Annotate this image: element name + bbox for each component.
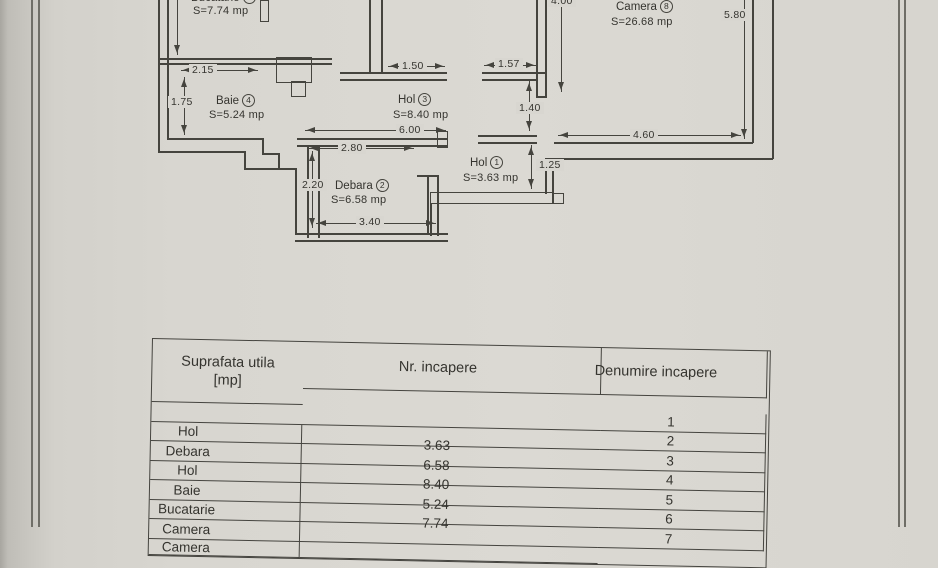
wall-segment xyxy=(430,204,432,236)
wall-segment xyxy=(545,0,547,98)
wall-segment xyxy=(297,138,447,140)
room-label-bucatarie: Bucatarie 5 xyxy=(191,0,256,4)
sheet-border-left-inner xyxy=(38,0,40,527)
wall-segment xyxy=(772,0,774,159)
dimension-label-280: 2.80 xyxy=(338,142,366,154)
dimension-line xyxy=(181,67,258,74)
wall-column xyxy=(276,57,312,83)
wall-segment xyxy=(244,168,296,170)
wall-segment xyxy=(482,72,545,74)
wall-segment xyxy=(340,79,447,81)
dimension-line xyxy=(174,0,181,55)
floor-plan: 2.15 1.75 1.50 1.57 4.00 5.80 1.40 4.60 … xyxy=(158,0,774,242)
room-number-badge: 3 xyxy=(418,93,432,106)
room-area-camera: S=26.68 mp xyxy=(611,16,673,28)
room-area-debara: S=6.58 mp xyxy=(331,194,387,206)
wall-segment xyxy=(552,158,554,194)
wall-segment xyxy=(158,0,160,151)
room-number-badge: 5 xyxy=(242,0,256,4)
wall-segment xyxy=(554,142,753,144)
dimension-label-340: 3.40 xyxy=(356,216,384,228)
room-area-hol1: S=3.63 mp xyxy=(463,172,519,184)
wall-segment xyxy=(262,138,264,154)
wall-segment xyxy=(295,240,448,242)
room-number-badge: 2 xyxy=(375,179,389,192)
table-header-denumire: Denumire incapere xyxy=(595,348,768,399)
room-label-hol1: Hol 1 xyxy=(470,156,504,169)
wall-segment xyxy=(278,153,280,169)
wall-segment xyxy=(340,72,447,74)
wall-segment xyxy=(307,145,309,238)
dimension-line xyxy=(741,0,748,139)
table-cell-nr: 7 xyxy=(597,527,765,551)
table-header-unit: [mp] xyxy=(213,372,242,389)
wall-segment xyxy=(297,145,447,147)
dimension-label-460: 4.60 xyxy=(630,129,658,141)
wall-segment xyxy=(417,175,438,177)
table-header-suprafata: Suprafata utila [mp] xyxy=(151,339,304,406)
wall-segment xyxy=(545,158,547,194)
wall-segment xyxy=(547,158,773,160)
dimension-label-580: 5.80 xyxy=(721,9,749,21)
room-label-hol3: Hol 3 xyxy=(398,93,432,106)
wall-segment xyxy=(482,79,536,81)
wall-segment xyxy=(478,135,537,137)
wall-segment xyxy=(381,0,383,74)
room-number-badge: 1 xyxy=(490,156,504,169)
dimension-line xyxy=(558,2,565,92)
wall-segment xyxy=(262,153,279,155)
dimension-label-125: 1.25 xyxy=(536,159,564,171)
wall-segment xyxy=(158,63,332,65)
room-label-baie: Baie 4 xyxy=(216,94,256,107)
dimension-line xyxy=(305,127,446,134)
dimension-label-157: 1.57 xyxy=(495,58,523,70)
wall-segment xyxy=(752,0,754,143)
room-number-badge: 8 xyxy=(659,0,673,13)
room-area-bucatarie: S=7.74 mp xyxy=(193,5,249,17)
table-cell-name: Camera xyxy=(148,538,300,558)
wall-segment xyxy=(295,233,448,235)
wall-segment xyxy=(427,175,429,234)
room-area-baie: S=5.24 mp xyxy=(209,109,265,121)
dimension-line xyxy=(528,145,535,189)
sheet-border-left-outer xyxy=(31,0,33,527)
dimension-label-400: 4.00 xyxy=(548,0,576,7)
wall-pier xyxy=(260,0,269,22)
wall-segment xyxy=(158,58,332,60)
wall-segment xyxy=(167,138,262,140)
wall-segment xyxy=(437,175,439,234)
wall-segment xyxy=(478,142,537,144)
wall-segment xyxy=(244,151,246,169)
wall-slab xyxy=(430,192,553,204)
dimension-label-150: 1.50 xyxy=(399,60,427,72)
dimension-label-215: 2.15 xyxy=(189,64,217,76)
sheet-border-right-inner xyxy=(898,0,900,527)
wall-segment xyxy=(167,0,169,138)
sheet-border-right-outer xyxy=(904,0,906,527)
dimension-label-175: 1.75 xyxy=(168,96,196,108)
room-area-hol3: S=8.40 mp xyxy=(393,109,449,121)
area-table: Nr. incapere Denumire incapere Suprafata… xyxy=(147,338,771,568)
room-number-badge: 4 xyxy=(242,94,256,107)
wall-stub xyxy=(553,193,564,204)
wall-segment xyxy=(318,145,320,238)
room-label-debara: Debara 2 xyxy=(335,179,389,192)
table-header-nr: Nr. incapere xyxy=(303,342,602,396)
wall-column xyxy=(291,81,306,97)
room-label-camera: Camera 8 xyxy=(616,0,673,13)
wall-segment xyxy=(369,0,371,74)
dimension-label-140: 1.40 xyxy=(516,102,544,114)
dimension-label-600: 6.00 xyxy=(396,124,424,136)
wall-segment xyxy=(536,0,538,98)
wall-segment xyxy=(158,151,244,153)
wall-segment xyxy=(295,168,297,234)
wall-segment xyxy=(536,96,546,98)
dimension-label-220: 2.20 xyxy=(299,179,327,191)
